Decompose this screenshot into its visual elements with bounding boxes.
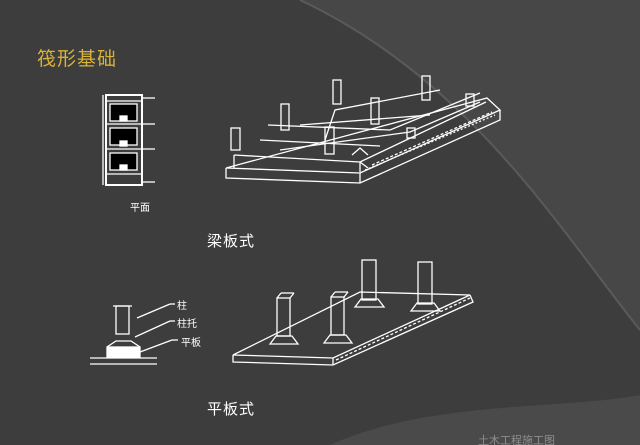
flat-slab-section-drawing [90,303,178,365]
beam-slab-caption: 梁板式 [207,232,256,250]
slab-label: 平板 [181,338,201,349]
column-label: 柱 [177,301,187,312]
column-cap-label: 柱托 [177,319,197,330]
watermark: 土木工程施工图 [478,434,555,445]
flat-slab-caption: 平板式 [207,400,256,418]
plan-label: 平面 [130,203,150,214]
plan-view-drawing [102,94,155,186]
slide-title: 筏形基础 [37,48,118,70]
beam-slab-isometric-drawing [225,75,502,184]
flat-slab-isometric-drawing [232,259,474,366]
